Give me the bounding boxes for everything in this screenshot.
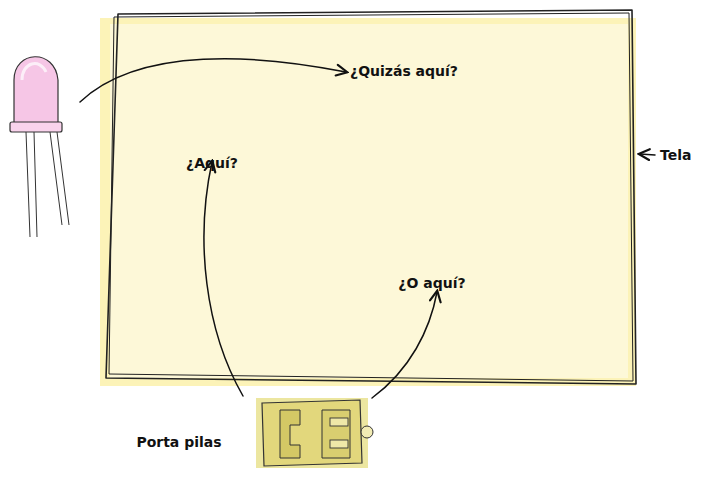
pointer-arrow: [640, 154, 655, 155]
part-label: Porta pilas: [136, 434, 221, 451]
fabric-label: Tela: [660, 147, 691, 164]
fabric-sheet: [100, 10, 636, 386]
callout-arrows: [80, 59, 655, 398]
arrow: [204, 162, 243, 396]
arrow: [372, 292, 437, 398]
led: [10, 57, 69, 237]
placement-question: ¿O aquí?: [398, 275, 465, 292]
placement-question: ¿Quizás aquí?: [350, 63, 458, 80]
placement-question: ¿Aquí?: [186, 155, 238, 172]
battery-holder: [256, 398, 373, 468]
arrow: [80, 59, 346, 102]
